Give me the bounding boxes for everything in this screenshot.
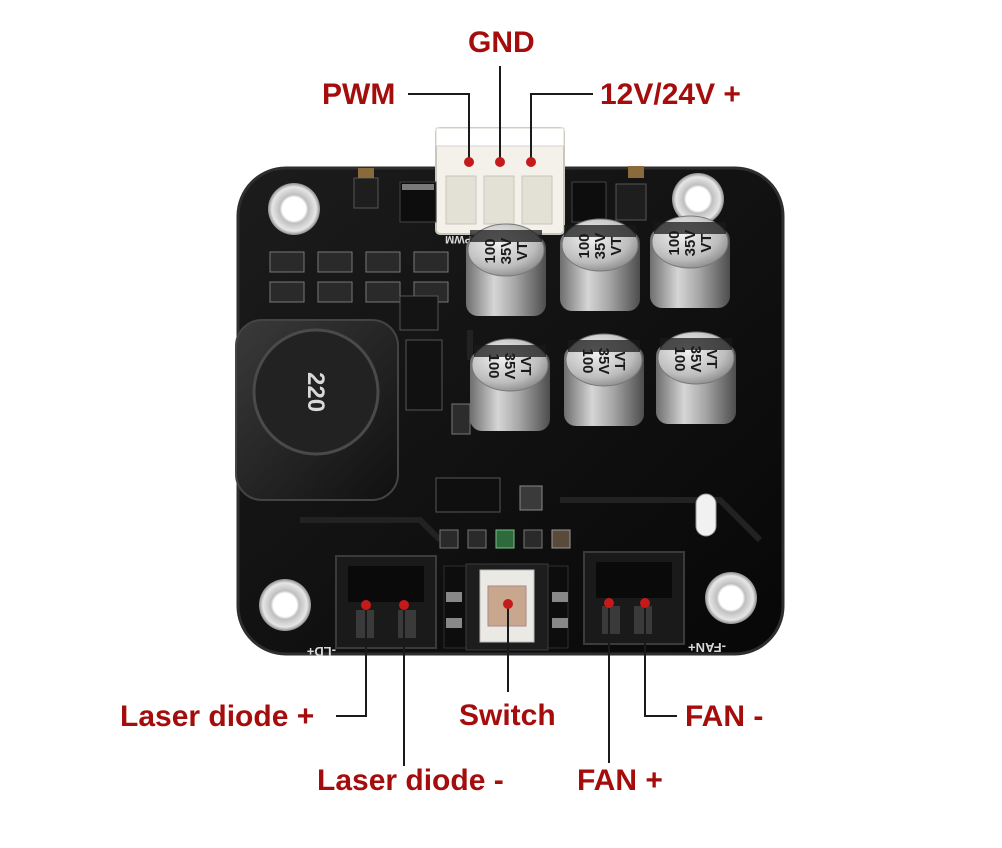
capacitor-polarity-stripe — [470, 230, 542, 242]
capacitor-polarity-stripe — [474, 345, 546, 357]
fan-connector — [583, 551, 685, 645]
capacitor-marking: 100 — [666, 230, 683, 255]
dot-gnd — [495, 157, 505, 167]
dot-pwm — [464, 157, 474, 167]
pin-dots — [361, 157, 650, 610]
capacitor-marking: 100 — [579, 348, 596, 373]
smd-transistor-top-right — [615, 166, 647, 221]
leader-vin — [530, 93, 593, 160]
capacitor-polarity-stripe — [660, 338, 732, 350]
pwm-label: PWM — [322, 78, 396, 111]
smd-diode-top-right — [571, 181, 607, 223]
capacitor-marking: 100 — [576, 233, 593, 258]
capacitor-polarity-stripe — [654, 222, 726, 234]
power-inductor: 220 — [235, 319, 399, 501]
capacitor-marking: VT — [703, 349, 720, 368]
capacitor-polarity-stripe — [568, 340, 640, 352]
dot-switch — [503, 599, 513, 609]
capacitor-marking: 35V — [592, 233, 609, 260]
capacitor-marking: 100 — [482, 238, 499, 263]
capacitor-marking: 35V — [595, 348, 612, 375]
capacitor-marking: 35V — [687, 346, 704, 373]
leader-laser-plus — [336, 607, 367, 717]
capacitor-marking: 100 — [485, 353, 502, 378]
mounting-hole-top-left — [268, 183, 320, 235]
leader-lines — [336, 66, 677, 766]
slot-hole — [695, 493, 717, 537]
smd-diode-top-left — [399, 181, 437, 223]
fan-silkscreen: -FAN+ — [688, 640, 726, 655]
fan-minus-label: FAN - — [685, 700, 764, 733]
capacitor-marking: 35V — [682, 230, 699, 257]
dot-laser-plus — [361, 600, 371, 610]
capacitor-marking: VT — [611, 351, 628, 370]
power-input-label: 12V/24V + — [600, 78, 741, 111]
switch-label: Switch — [459, 699, 556, 732]
dot-fan-minus — [640, 598, 650, 608]
smd-diode-bottom — [435, 477, 543, 513]
leds-row — [439, 529, 571, 549]
smd-capacitor-mid — [451, 403, 471, 435]
mounting-hole-top-right — [672, 173, 724, 225]
mounting-hole-bottom-right — [705, 572, 757, 624]
capacitor-marking: 100 — [671, 346, 688, 371]
laser-diode-minus-label: Laser diode - — [317, 764, 504, 797]
capacitor-marking: 35V — [501, 353, 518, 380]
smd-diode-mid — [405, 339, 443, 411]
ld-silkscreen: -LD+ — [306, 644, 336, 659]
gnd-label: GND — [468, 26, 535, 59]
dot-vin — [526, 157, 536, 167]
capacitor-polarity-stripe — [564, 225, 636, 237]
capacitor-marking: VT — [698, 233, 715, 252]
capacitor-marking: VT — [608, 236, 625, 255]
pwm-silkscreen: PWM — [445, 233, 472, 245]
resistor-array — [269, 251, 449, 331]
leader-pwm — [408, 93, 470, 160]
fan-plus-label: FAN + — [577, 764, 663, 797]
laser-diode-plus-label: Laser diode + — [120, 700, 315, 733]
capacitor-marking: VT — [517, 356, 534, 375]
dot-laser-minus — [399, 600, 409, 610]
smd-transistor-top-left — [353, 168, 379, 209]
capacitor-marking: VT — [514, 241, 531, 260]
inductor-marking: 220 — [302, 372, 329, 412]
capacitor-marking: 35V — [498, 238, 515, 265]
leader-fan-minus — [644, 604, 677, 717]
mounting-hole-bottom-left — [259, 579, 311, 631]
dot-fan-plus — [604, 598, 614, 608]
laser-diode-connector — [335, 555, 437, 649]
